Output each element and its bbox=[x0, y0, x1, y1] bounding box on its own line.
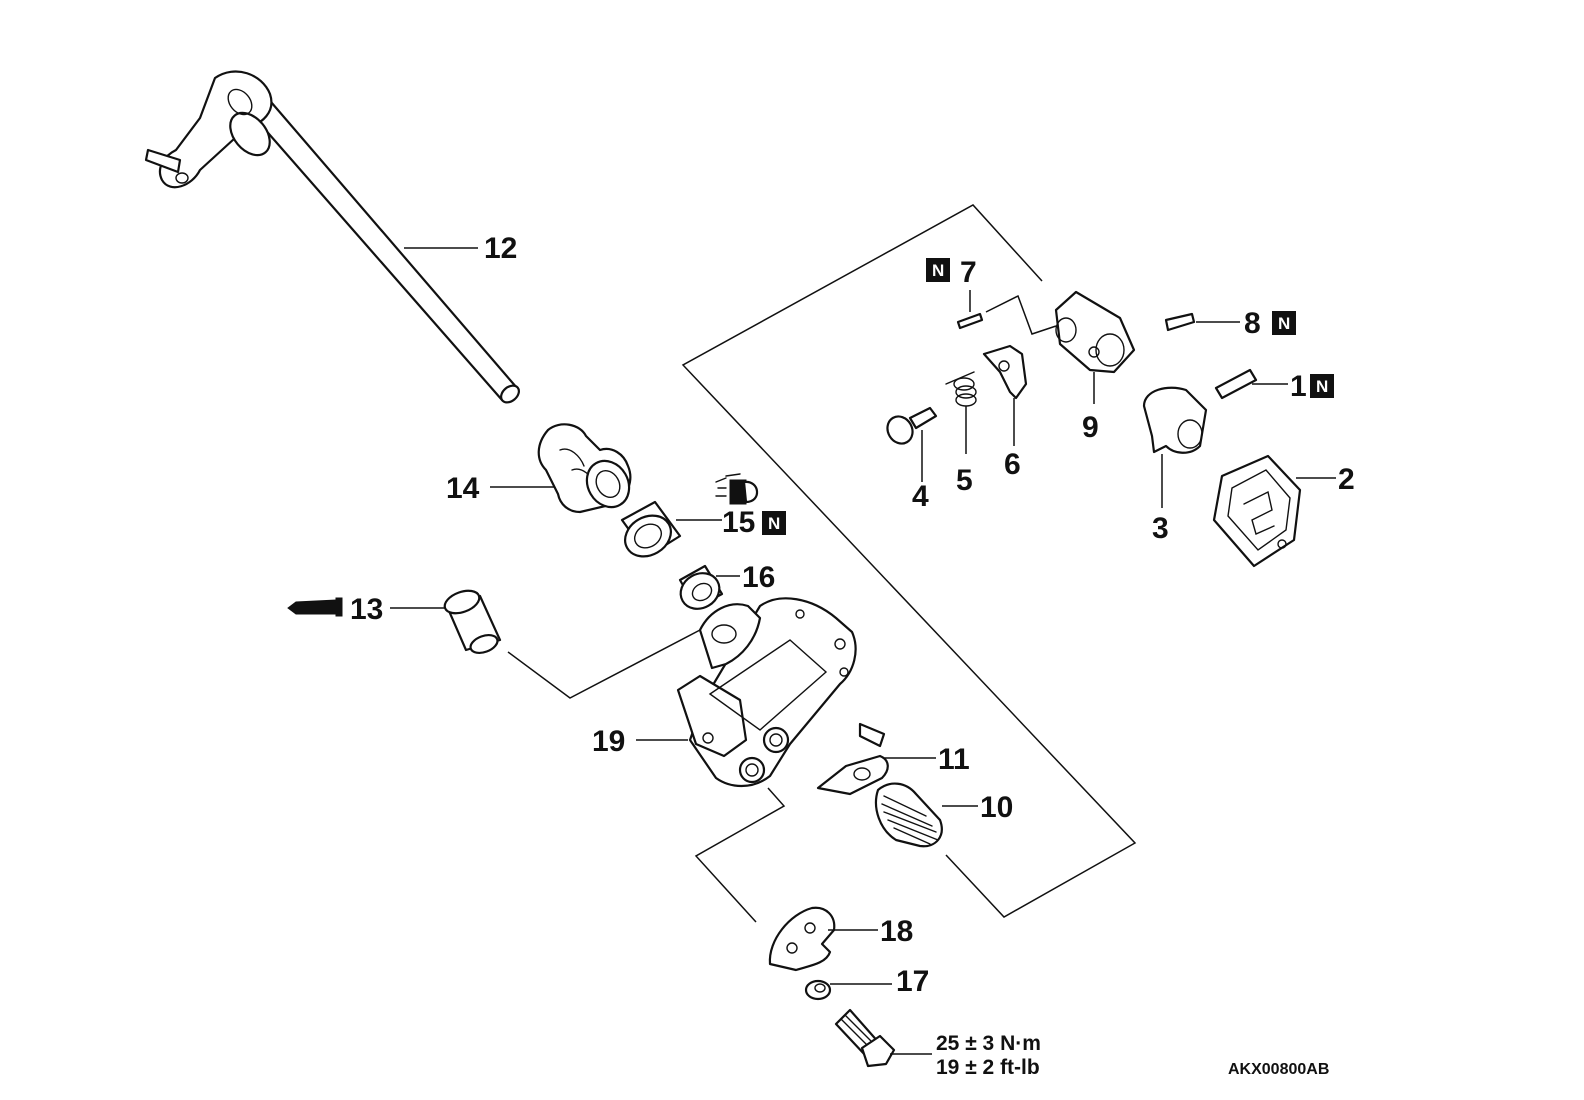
callout-2: 2 bbox=[1338, 463, 1355, 496]
part-return-spring bbox=[874, 782, 943, 848]
grease-tube-icon bbox=[287, 597, 343, 617]
callout-8: 8 bbox=[1244, 307, 1261, 340]
part-bolt bbox=[834, 1008, 896, 1068]
part-bushing bbox=[443, 589, 502, 655]
part-oil-seal bbox=[620, 500, 682, 558]
svg-text:N: N bbox=[768, 514, 780, 533]
callout-16: 16 bbox=[742, 561, 775, 594]
new-part-symbol: N bbox=[762, 511, 786, 535]
callout-7: 7 bbox=[960, 256, 977, 289]
callout-10: 10 bbox=[980, 791, 1013, 824]
torque-spec-imperial: 19 ± 2 ft-lb bbox=[936, 1056, 1040, 1079]
part-pivot-pin bbox=[886, 406, 938, 445]
svg-text:N: N bbox=[1316, 377, 1328, 396]
part-collar bbox=[678, 564, 724, 610]
callout-5: 5 bbox=[956, 464, 973, 497]
part-small-spring bbox=[945, 371, 977, 407]
svg-text:N: N bbox=[932, 261, 944, 280]
svg-text:N: N bbox=[1278, 314, 1290, 333]
figure-code: AKX00800AB bbox=[1228, 1061, 1329, 1078]
part-boot-seal bbox=[537, 423, 632, 514]
part-pin-8 bbox=[1164, 312, 1196, 332]
callout-18: 18 bbox=[880, 915, 913, 948]
part-washer bbox=[804, 979, 832, 1001]
new-part-symbol: N bbox=[1310, 374, 1334, 398]
part-shift-arm bbox=[1054, 290, 1136, 374]
callout-17: 17 bbox=[896, 965, 929, 998]
callout-14: 14 bbox=[446, 472, 480, 505]
callout-13: 13 bbox=[350, 593, 383, 626]
torque-spec-metric: 25 ± 3 N·m bbox=[936, 1032, 1041, 1055]
subassembly-bracket-line bbox=[681, 204, 1137, 918]
callout-19: 19 bbox=[592, 725, 625, 758]
lubricant-icon bbox=[715, 473, 759, 505]
callout-3: 3 bbox=[1152, 512, 1169, 545]
callout-15: 15 bbox=[722, 506, 755, 539]
callout-9: 9 bbox=[1082, 411, 1099, 444]
part-cam-plate bbox=[1212, 454, 1302, 568]
callout-12: 12 bbox=[484, 232, 517, 265]
part-stopper-plate bbox=[816, 722, 889, 796]
part-pin-7 bbox=[956, 312, 984, 330]
part-guide-collar bbox=[1142, 386, 1208, 454]
part-lever-plate bbox=[768, 906, 836, 972]
part-ratchet-plate bbox=[982, 344, 1028, 400]
part-shift-shaft bbox=[144, 70, 520, 404]
part-shift-housing bbox=[676, 597, 857, 788]
new-part-symbol: N bbox=[926, 258, 950, 282]
callout-4: 4 bbox=[912, 480, 929, 513]
callout-11: 11 bbox=[938, 743, 970, 776]
callout-6: 6 bbox=[1004, 448, 1021, 481]
new-part-symbol: N bbox=[1272, 311, 1296, 335]
callout-1: 1 bbox=[1290, 370, 1307, 403]
part-key-1 bbox=[1214, 368, 1258, 400]
